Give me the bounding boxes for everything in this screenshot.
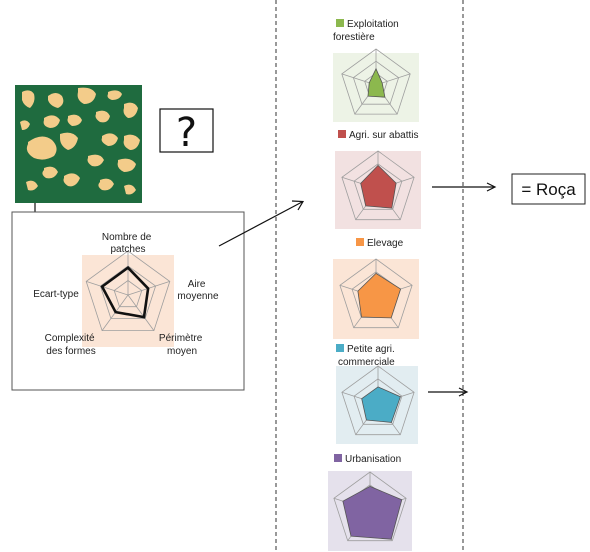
map-patch (63, 173, 80, 187)
radar-grid-ring (85, 250, 171, 332)
radar-grid-ring (113, 280, 143, 308)
arrow-head-diagonal (291, 200, 305, 211)
radar-grid-ring (341, 365, 415, 436)
legend-swatch (334, 454, 342, 462)
land-use-panel: Petite agri.commerciale (336, 344, 418, 444)
map-patch (67, 114, 82, 126)
radar-grid-ring (353, 378, 403, 425)
land-use-panel: Elevage (333, 238, 419, 339)
map-patch (87, 154, 104, 167)
land-use-label: Petite agri.commerciale (338, 344, 395, 368)
map-patch (26, 180, 38, 191)
map-patch (20, 120, 30, 130)
arrow-metrics-to-landuses (218, 201, 303, 247)
label-perimetre-moyen: Périmètre moyen (159, 333, 205, 357)
radar-grid-ring (333, 471, 407, 542)
radar-data-polygon (357, 272, 402, 319)
label-ecart-type: Ecart-type (33, 289, 79, 300)
map-patch (98, 178, 114, 191)
map-patch (43, 115, 60, 128)
result-box (511, 173, 586, 205)
radar-data-polygon (100, 265, 150, 319)
legend-swatch (336, 344, 344, 352)
legend-swatch (356, 238, 364, 246)
map-patch (101, 133, 118, 146)
map-patch (124, 184, 136, 195)
arrow-head-right-agri (458, 387, 469, 397)
radar-grid-ring (341, 150, 415, 221)
arrow-head-right-roca (486, 182, 497, 192)
label-nombre-patches: Nombre de patches (102, 232, 154, 255)
map-patch (123, 102, 138, 118)
map-patch (22, 90, 35, 108)
land-use-panel: Agri. sur abattis (335, 130, 421, 229)
map-patch (117, 158, 136, 172)
land-use-label: Elevage (367, 238, 404, 249)
label-complexite-formes: Complexité des formes (45, 333, 98, 357)
map-patch (48, 93, 64, 108)
landscape-map (15, 85, 142, 203)
legend-swatch (338, 130, 346, 138)
radar-data-polygon (342, 485, 403, 540)
radar-grid-ring (352, 60, 400, 105)
radar-grid-ring (99, 265, 157, 319)
label-aire-moyenne: Aire moyenne (177, 279, 219, 302)
land-use-label: Urbanisation (345, 454, 401, 465)
radar-data-polygon (367, 67, 386, 98)
land-use-panel: Urbanisation (328, 454, 412, 551)
map-patch (107, 90, 122, 100)
map-patch (42, 166, 58, 179)
radar-grid-ring (353, 163, 403, 210)
map-patch (60, 132, 78, 150)
radar-grid-ring (341, 48, 411, 115)
map-patch (26, 136, 57, 160)
radar-spoke (127, 294, 155, 331)
main-radar-chart (82, 250, 174, 347)
question-mark: ? (176, 110, 197, 156)
map-patch (95, 110, 110, 123)
radar-data-polygon (360, 164, 397, 209)
radar-data-polygon (361, 386, 401, 423)
legend-swatch (336, 19, 344, 27)
result-label: = Roça (521, 180, 576, 199)
map-patch (123, 134, 140, 150)
map-patch (77, 87, 96, 104)
land-use-label: Agri. sur abattis (349, 130, 418, 141)
radar-grid-ring (339, 258, 413, 329)
radar-spoke (86, 281, 129, 296)
question-box (159, 108, 214, 153)
